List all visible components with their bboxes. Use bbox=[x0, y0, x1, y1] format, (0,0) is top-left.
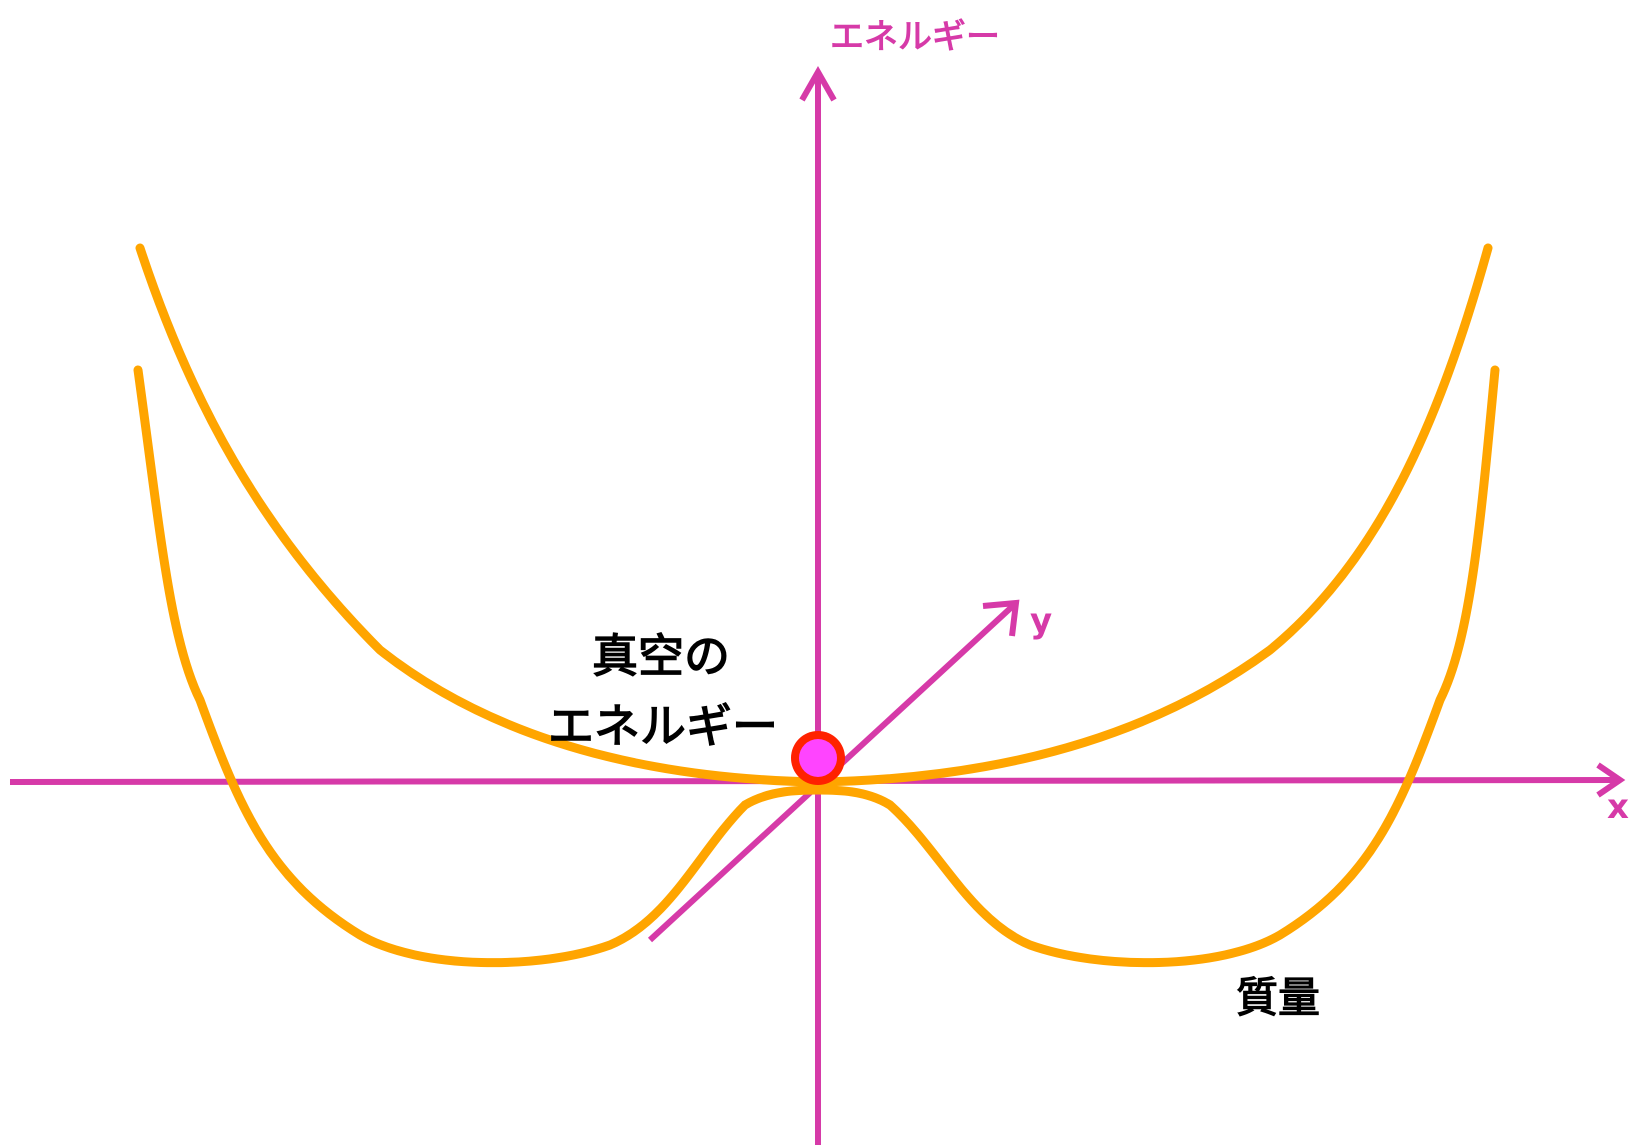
axes bbox=[9, 65, 1626, 1145]
x-axis-label: x bbox=[1607, 787, 1629, 827]
vacuum-ball-fill bbox=[799, 739, 837, 777]
x-axis-arrowhead bbox=[1596, 762, 1626, 798]
lower-rim-back-ellipse bbox=[438, 860, 1185, 960]
vacuum-energy-label-line2: エネルギー bbox=[548, 699, 778, 753]
quadratic-potential-curve bbox=[135, 243, 1493, 787]
vacuum-state-ball bbox=[791, 731, 845, 785]
energy-axis-arrowhead bbox=[799, 65, 837, 102]
mexican-hat-potential-curve bbox=[133, 365, 1500, 968]
lower-rim-front-ellipse bbox=[440, 950, 1185, 1065]
upper-rim-back-ellipse bbox=[185, 145, 1440, 290]
y-axis-label: y bbox=[1030, 601, 1052, 641]
vacuum-energy-label-line1: 真空の bbox=[592, 629, 730, 683]
y-axis-arrowhead bbox=[982, 599, 1020, 637]
energy-axis-label: エネルギー bbox=[830, 17, 1000, 57]
mass-label: 質量 bbox=[1236, 973, 1320, 1022]
